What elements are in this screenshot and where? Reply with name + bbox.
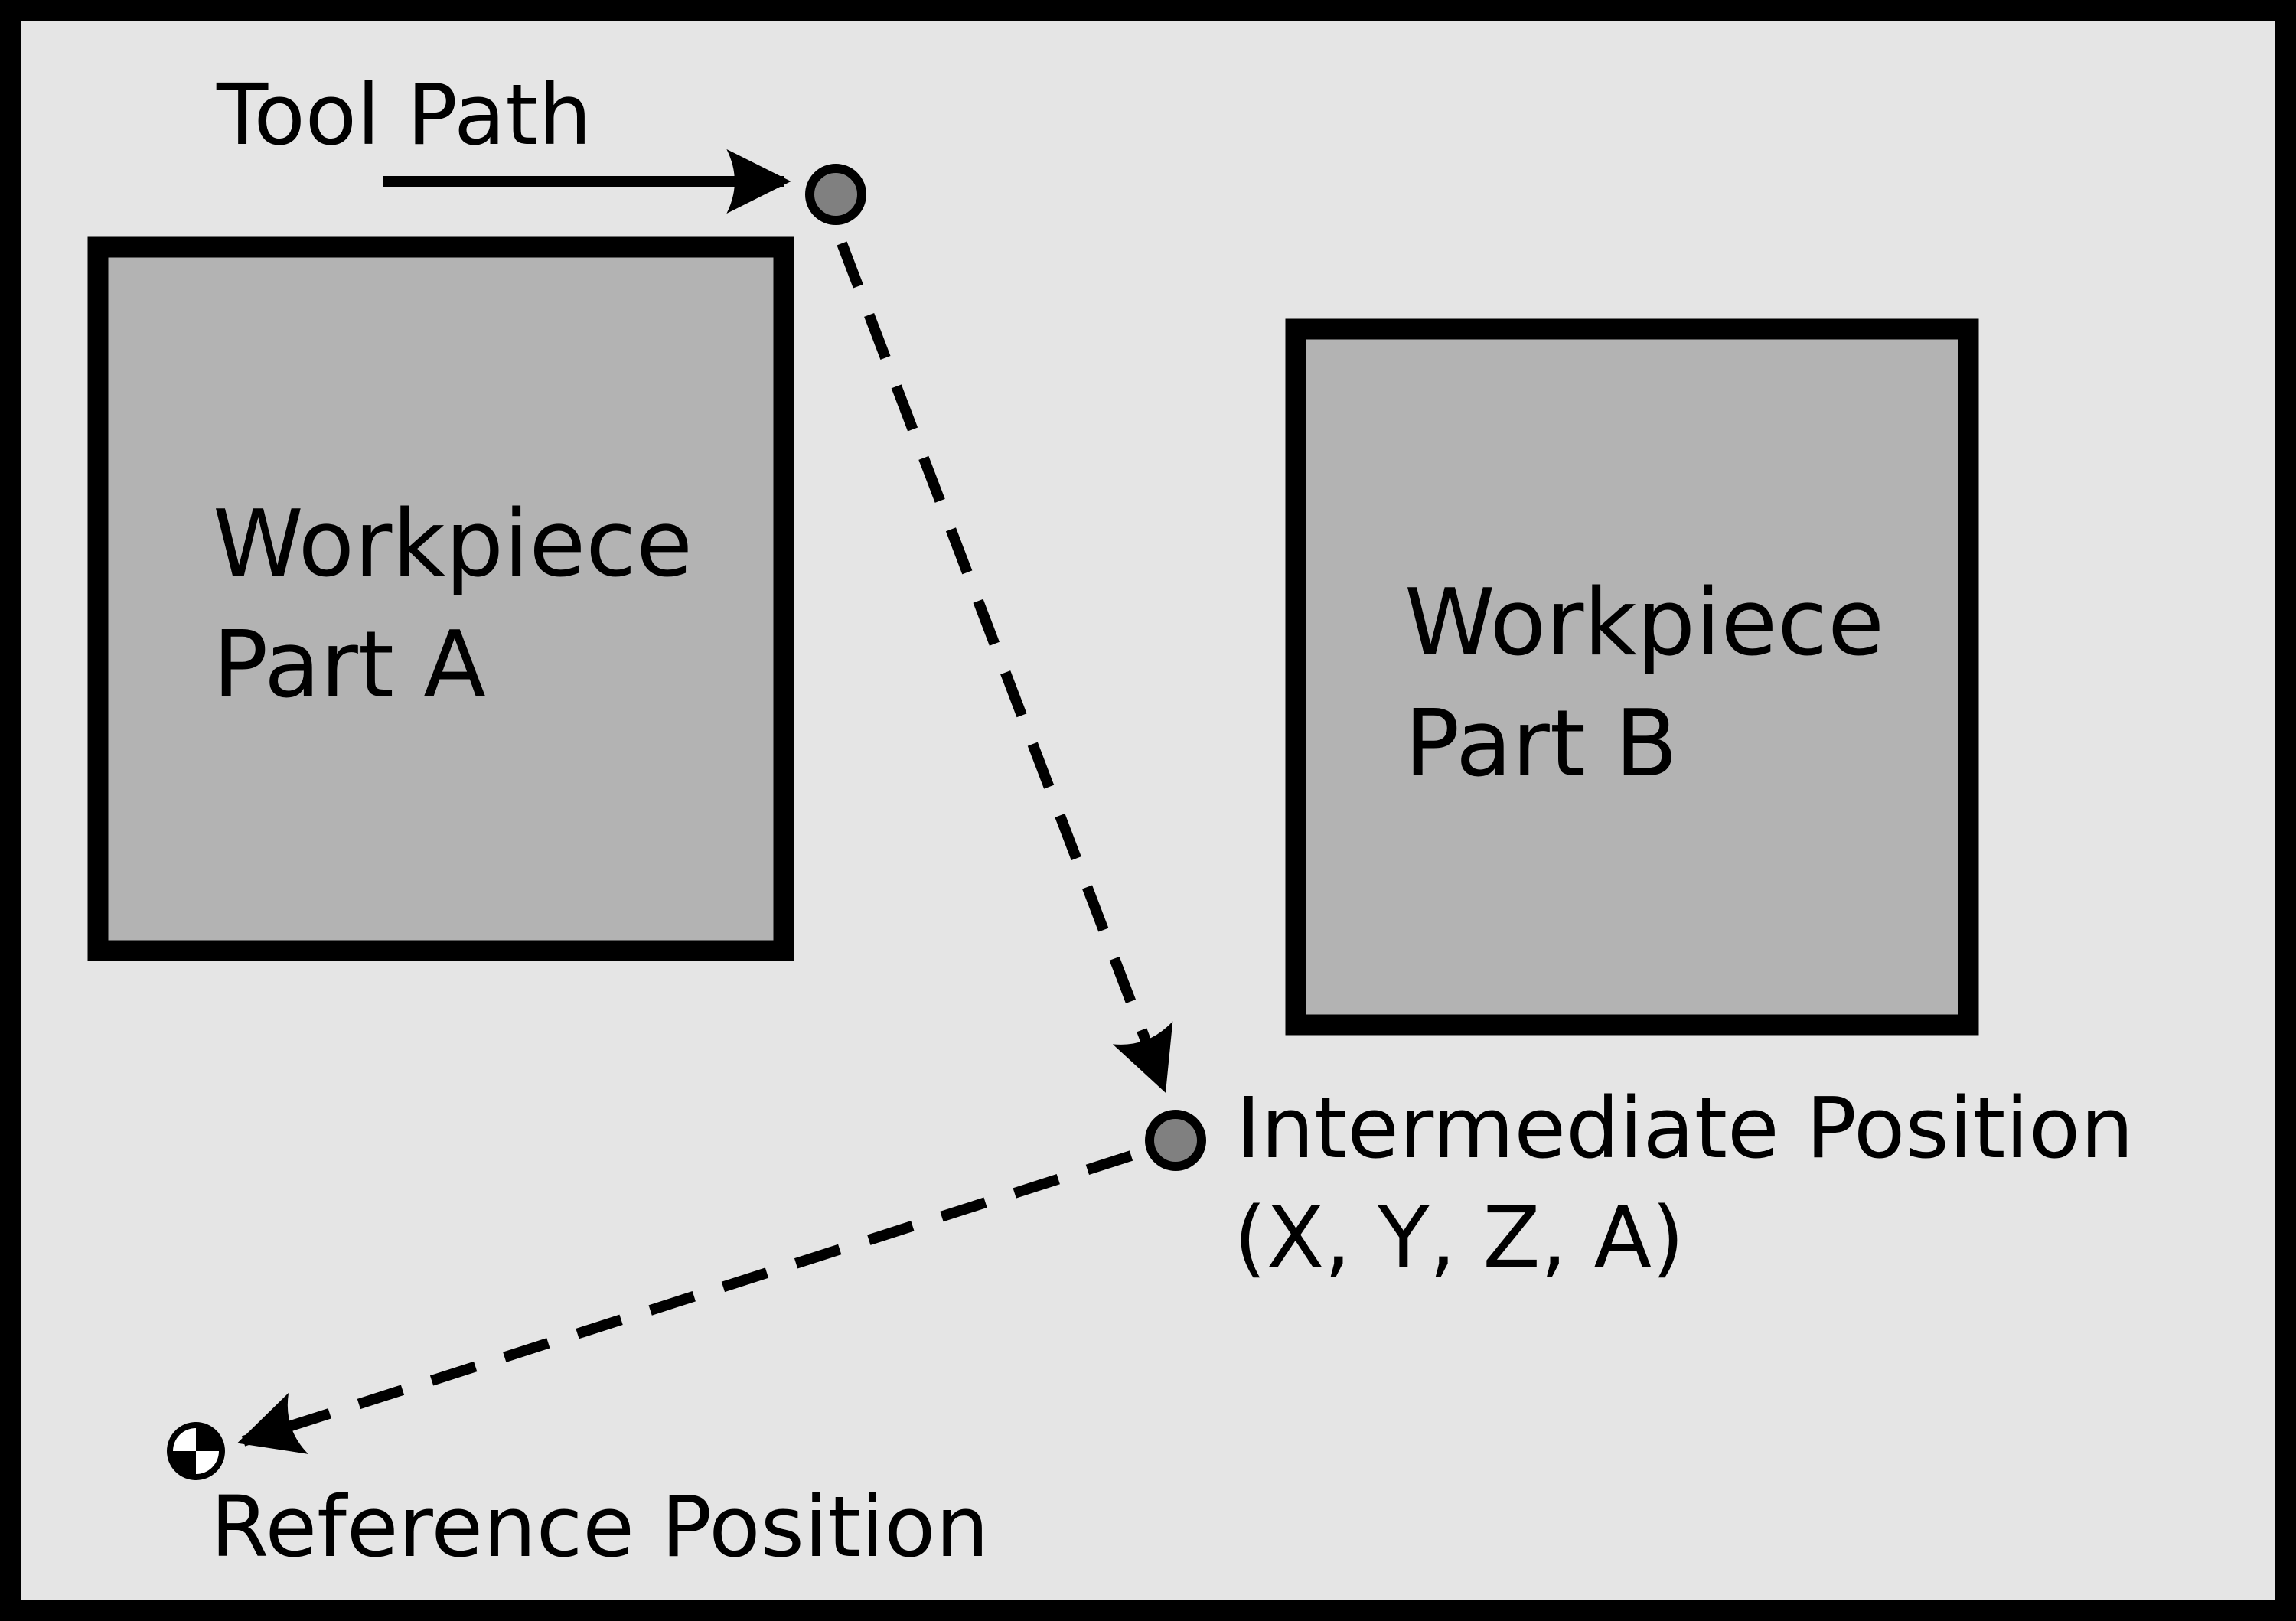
intermediate-point-marker	[1145, 1110, 1206, 1171]
workpiece-part-b-label-line2: Part B	[1404, 691, 1678, 797]
reference-position-icon	[167, 1422, 225, 1480]
intermediate-coordinates-label: (X, Y, Z, A)	[1234, 1189, 1684, 1287]
workpiece-part-a-box	[87, 236, 794, 961]
workpiece-part-b-label-line1: Workpiece	[1404, 570, 1884, 677]
tool-path-label: Tool Path	[216, 66, 592, 164]
workpiece-part-b: Workpiece Part B	[1285, 318, 1979, 1036]
workpiece-part-b-box	[1285, 318, 1979, 1036]
workpiece-part-a: Workpiece Part A	[87, 236, 794, 961]
dashed-path-intermediate-to-reference	[237, 1150, 1133, 1454]
start-point-marker	[805, 164, 866, 225]
intermediate-position-label: Intermediate Position	[1236, 1079, 2134, 1177]
workpiece-part-a-label-line1: Workpiece	[213, 491, 693, 598]
workpiece-part-a-label-line2: Part A	[213, 612, 486, 719]
reference-position-label: Reference Position	[210, 1478, 989, 1576]
